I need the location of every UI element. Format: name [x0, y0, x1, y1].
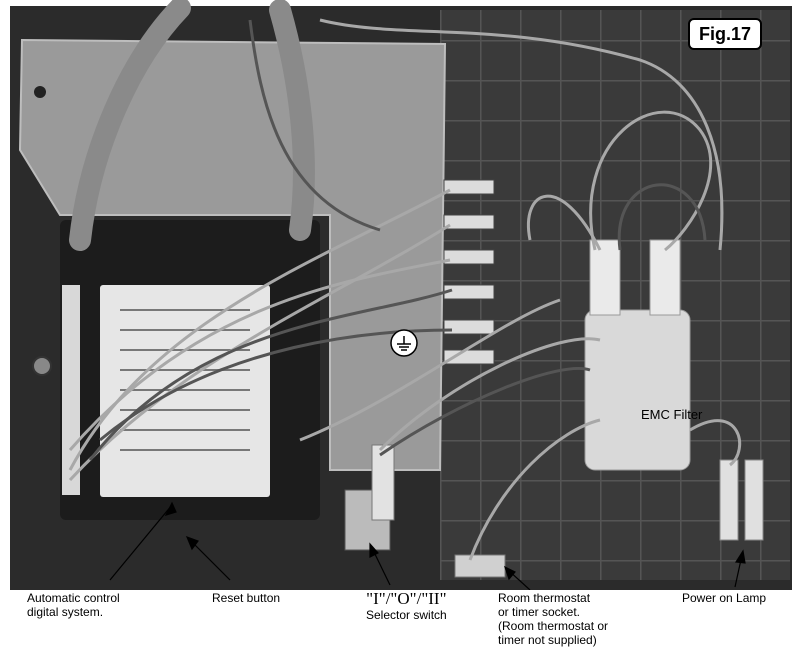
earth-ground-icon: [390, 329, 418, 357]
control-panel-photo: [10, 0, 792, 590]
callout-power-lamp: Power on Lamp: [682, 591, 766, 605]
callout-line: Reset button: [212, 591, 281, 605]
callout-selector-switch: "I"/"O"/"II" Selector switch: [366, 589, 447, 622]
terminal-block: [62, 285, 80, 495]
callout-line: "I"/"O"/"II": [366, 589, 447, 608]
emc-filter: [584, 309, 691, 471]
room-thermostat-socket: [454, 554, 506, 578]
callout-line: timer not supplied): [498, 633, 597, 647]
callout-line: Room thermostat: [498, 591, 591, 605]
power-lamp-connector: [719, 459, 739, 541]
callout-line: Selector switch: [366, 608, 447, 622]
figure-label: Fig.17: [688, 18, 762, 50]
callout-line: Automatic control: [27, 591, 120, 605]
callout-automatic-control: Automatic control digital system.: [27, 591, 120, 619]
callout-line: digital system.: [27, 605, 104, 619]
callout-reset-button: Reset button: [212, 591, 280, 605]
callout-line: Power on Lamp: [682, 591, 767, 605]
emc-filter-label: EMC Filter: [641, 407, 703, 422]
callout-room-thermostat: Room thermostat or timer socket. (Room t…: [498, 591, 608, 647]
callout-line: or timer socket.: [498, 605, 581, 619]
callout-line: (Room thermostat or: [498, 619, 609, 633]
metal-plate: [18, 38, 447, 471]
